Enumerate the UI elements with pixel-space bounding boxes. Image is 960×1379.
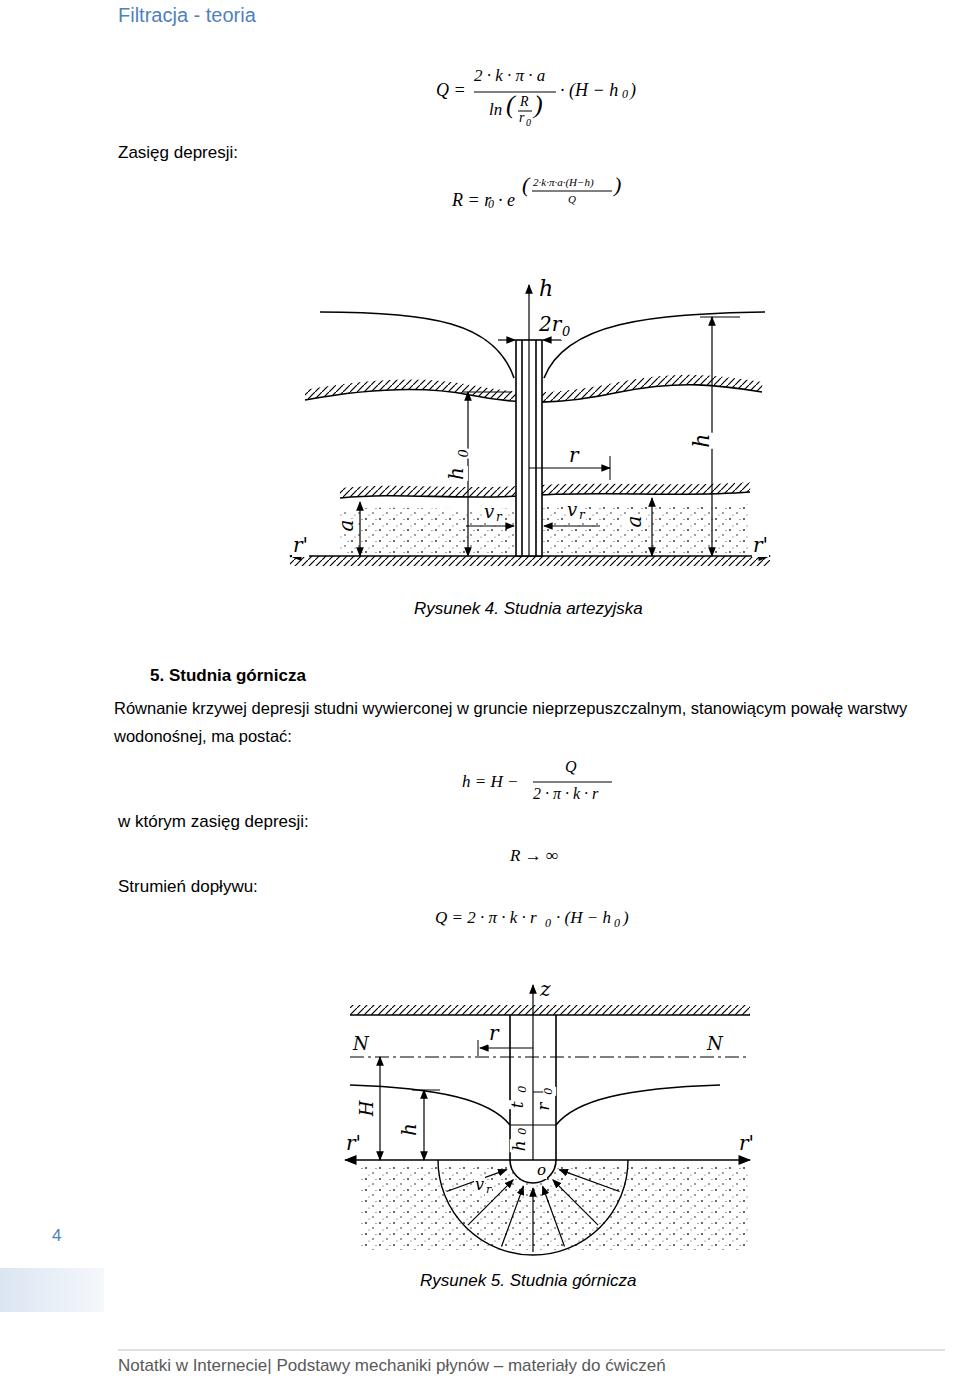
figure-label: h (689, 433, 714, 449)
figure-label: H (357, 1099, 378, 1117)
formula-part: R (520, 94, 529, 110)
figure-caption: Rysunek 5. Studnia górnicza (420, 1271, 636, 1291)
figure-label: a (335, 519, 358, 533)
footer-text: Notatki w Internecie| Podstawy mechaniki… (118, 1356, 666, 1376)
figure-label: r (534, 1102, 554, 1112)
formula-part: Q (565, 758, 577, 776)
mine-well-figure (345, 985, 750, 1255)
figure-label: r (495, 511, 503, 525)
text-line: w którym zasięg depresji: (118, 812, 309, 832)
figure-label: r' (738, 1132, 755, 1155)
figure-label: r' (752, 534, 769, 557)
figure-label: h (398, 1122, 421, 1137)
fraction-lines (474, 92, 612, 782)
formula-part: ) (630, 80, 636, 101)
flow-arrow (543, 1186, 565, 1246)
figure-label: 0 (543, 1087, 556, 1096)
formula-part: Q (568, 193, 576, 206)
formula-part: · (H − h (560, 80, 618, 101)
formula-part: 0 (526, 117, 531, 129)
formula-part: R → ∞ (510, 846, 558, 866)
figure-label: r (485, 1184, 492, 1197)
figure-label: r' (292, 534, 309, 557)
section-heading: 5. Studnia górnicza (150, 666, 306, 686)
formula-part: r (519, 110, 524, 126)
flow-arrow (532, 1188, 533, 1252)
text-line: Strumień dopływu: (118, 877, 258, 897)
artesian-well-figure (290, 285, 770, 561)
figure-label: h (538, 276, 554, 301)
formula-part: 2·k·π·a·(H−h) (533, 176, 594, 189)
figure-label: 2r (538, 313, 562, 336)
text-line: Zasięg depresji: (118, 143, 238, 163)
side-ribbon (0, 1268, 104, 1312)
flow-arrow (553, 1180, 598, 1225)
figure-label: N (352, 1034, 370, 1055)
figure-caption: Rysunek 4. Studnia artezyjska (414, 599, 643, 619)
page-header: Filtracja - teoria (118, 4, 256, 27)
formula-part: ( (506, 90, 515, 120)
formula-part: R = r (452, 190, 491, 211)
formula-part: 0 (614, 917, 620, 931)
formula-part: ln (489, 100, 502, 120)
formula-part: Q = (436, 80, 466, 101)
figure-label: N (706, 1034, 724, 1055)
flow-arrow (502, 1186, 524, 1246)
footer-rule (118, 1350, 945, 1351)
figure-label: 0 (561, 325, 571, 340)
formula-part: ) (614, 172, 621, 197)
figure-label: z (539, 978, 552, 1001)
formula-part: Q = 2 · π · k · r (435, 908, 537, 928)
figure-label: t (508, 1100, 528, 1109)
figure-label: r (578, 509, 586, 523)
figure-label: h (510, 1139, 530, 1152)
figure-label: a (623, 515, 646, 529)
formula-part: 0 (622, 88, 628, 102)
formula-part: 0 (488, 198, 494, 212)
figure-label: v (483, 502, 495, 523)
page-number: 4 (52, 1226, 61, 1246)
figure-label: 0 (517, 1085, 530, 1094)
flow-arrow (559, 1170, 619, 1192)
figure-label: 0 (457, 448, 472, 458)
figure-label: r (568, 444, 580, 467)
formula-part: · (H − h (556, 908, 611, 928)
formula-part: ( (522, 172, 529, 197)
formula-part: 2 · π · k · r (533, 785, 598, 803)
figure-label: 0 (517, 1127, 530, 1136)
formula-part: ) (623, 908, 629, 928)
figure-label: o (536, 1162, 547, 1179)
formula-part: ) (534, 90, 543, 120)
figure-label: v (566, 500, 578, 521)
paragraph: Równanie krzywej depresji studni wywierc… (114, 694, 956, 750)
formula-part: 2 · k · π · a (474, 66, 545, 86)
figure-label: h (445, 466, 468, 481)
formula-part: h = H − (462, 772, 518, 792)
figure-label: r (488, 1022, 500, 1045)
figure-label: v (474, 1176, 485, 1194)
formula-part: · e (498, 190, 515, 211)
formula-part: 0 (545, 917, 551, 931)
figure-label: r' (345, 1132, 362, 1155)
